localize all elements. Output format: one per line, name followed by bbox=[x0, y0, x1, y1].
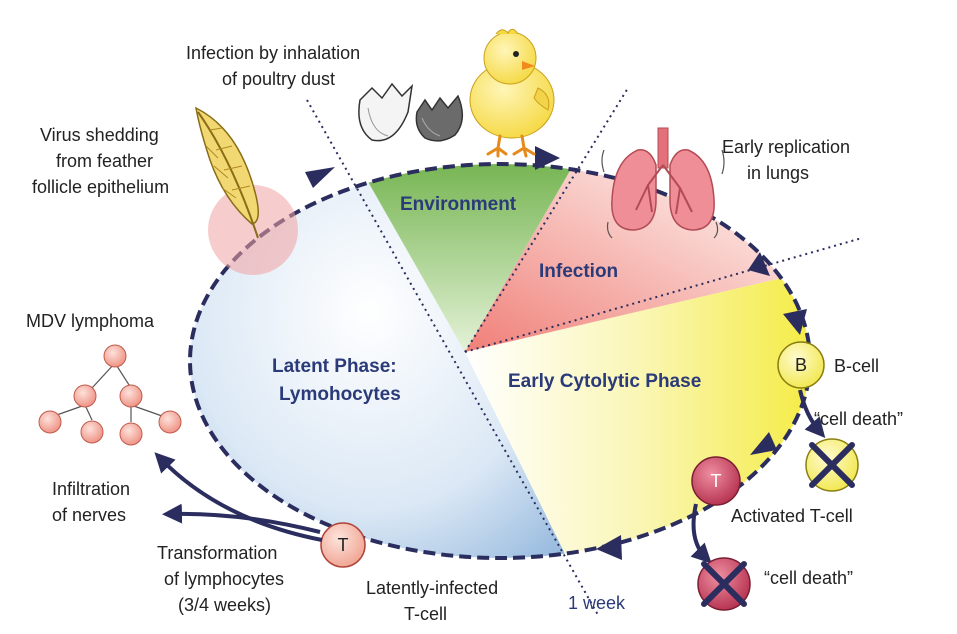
label-b-cell: B-cell bbox=[834, 356, 879, 376]
activated-t-cell-letter: T bbox=[711, 471, 722, 491]
label-virus-shedding-2: from feather bbox=[56, 151, 153, 171]
label-mdv-lymphoma: MDV lymphoma bbox=[26, 311, 155, 331]
arrow-to-infiltration bbox=[162, 503, 321, 534]
arrow-t-cell-death bbox=[690, 503, 712, 564]
arrowhead-lower-right bbox=[750, 432, 777, 455]
label-activated-t-cell: Activated T-cell bbox=[731, 506, 853, 526]
dead-b-cell-icon bbox=[805, 438, 859, 492]
egg-shell-icon bbox=[358, 82, 464, 142]
label-virus-shedding-1: Virus shedding bbox=[40, 125, 159, 145]
label-early-replication-2: in lungs bbox=[747, 163, 809, 183]
label-infection-inhalation-1: Infection by inhalation bbox=[186, 43, 360, 63]
label-transformation-3: (3/4 weeks) bbox=[178, 595, 271, 615]
b-cell-letter: B bbox=[795, 355, 807, 375]
arrowhead-right-top bbox=[748, 252, 770, 276]
label-transformation-2: of lymphocytes bbox=[164, 569, 284, 589]
latent-t-cell-letter: T bbox=[338, 535, 349, 555]
label-one-week: 1 week bbox=[568, 593, 626, 613]
activated-t-cell-icon bbox=[691, 456, 741, 506]
feather-follicle-highlight bbox=[208, 185, 298, 275]
phase-label-environment: Environment bbox=[400, 194, 517, 215]
phase-label-infection: Infection bbox=[539, 261, 618, 282]
label-infiltration-2: of nerves bbox=[52, 505, 126, 525]
arrowhead-top-left bbox=[305, 167, 335, 188]
arrowhead-top bbox=[535, 146, 560, 170]
b-cell-icon bbox=[777, 341, 825, 389]
lymphoma-tree-icon bbox=[38, 344, 182, 446]
arrowhead-right bbox=[783, 309, 807, 335]
lungs-icon bbox=[601, 127, 725, 239]
phase-label-early-cytolytic: Early Cytolytic Phase bbox=[508, 371, 701, 392]
feather-icon bbox=[194, 106, 259, 239]
label-early-replication-1: Early replication bbox=[722, 137, 850, 157]
phase-dividers bbox=[306, 87, 863, 616]
label-latently-infected-1: Latently-infected bbox=[366, 578, 498, 598]
arrowhead-bottom bbox=[596, 535, 622, 560]
arrow-to-lymphoma bbox=[154, 452, 323, 542]
phase-label-latent-1: Latent Phase: bbox=[272, 356, 397, 377]
latent-t-cell-icon bbox=[320, 522, 366, 568]
label-infection-inhalation-2: of poultry dust bbox=[222, 69, 335, 89]
label-latently-infected-2: T-cell bbox=[404, 604, 447, 624]
cycle-arrowheads bbox=[305, 146, 807, 560]
dead-t-cell-icon bbox=[697, 557, 751, 611]
label-virus-shedding-3: follicle epithelium bbox=[32, 177, 169, 197]
label-cell-death-1: “cell death” bbox=[814, 409, 903, 429]
environment-region bbox=[350, 164, 582, 352]
label-transformation-1: Transformation bbox=[157, 543, 277, 563]
chick-icon bbox=[469, 28, 555, 158]
label-cell-death-2: “cell death” bbox=[764, 568, 853, 588]
phase-label-latent-2: Lymohocytes bbox=[279, 384, 401, 405]
arrow-b-cell-death bbox=[798, 389, 826, 439]
label-infiltration-1: Infiltration bbox=[52, 479, 130, 499]
